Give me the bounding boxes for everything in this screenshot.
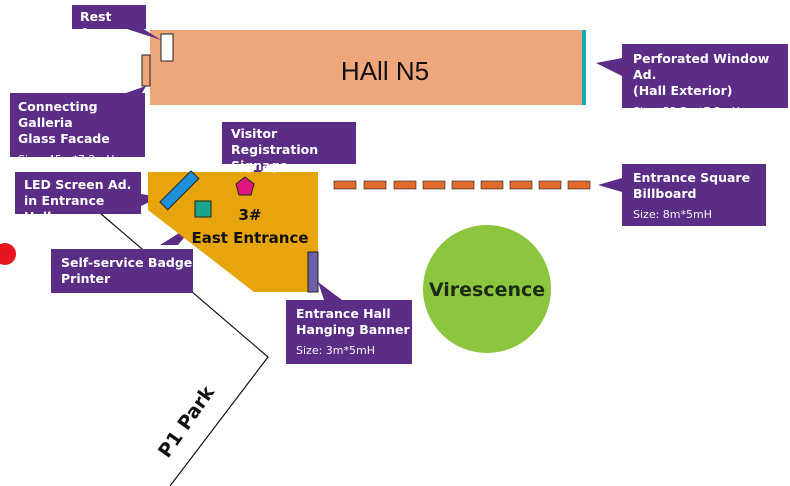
badge-printer-title-1: Self-service Badge bbox=[61, 255, 193, 270]
hanging-banner-callout: Entrance Hall Hanging Banner Size: 3m*5m… bbox=[286, 300, 412, 364]
window-ad-pointer bbox=[596, 58, 622, 76]
hall-n5-building bbox=[150, 30, 584, 105]
galleria-pointer bbox=[126, 86, 146, 93]
entrance-name: East Entrance bbox=[191, 229, 308, 247]
window-ad-title-2: (Hall Exterior) bbox=[633, 83, 733, 98]
rest-area-pointer bbox=[124, 28, 161, 40]
square-billboard-title-2: Billboard bbox=[633, 186, 697, 201]
square-billboard-callout: Entrance Square Billboard Size: 8m*5mH bbox=[622, 164, 766, 226]
visitor-signage-callout: Visitor Registration Signage bbox=[222, 122, 356, 173]
hanging-banner-title-1: Entrance Hall bbox=[296, 306, 391, 321]
hanging-banner-title-2: Hanging Banner bbox=[296, 322, 410, 337]
location-marker bbox=[0, 243, 16, 265]
visitor-signage-title-1: Visitor Registration bbox=[231, 126, 319, 157]
banner-pointer bbox=[318, 282, 342, 300]
rest-area-callout: Rest Area bbox=[72, 5, 146, 40]
led-screen-callout: LED Screen Ad. in Entrance Halls bbox=[15, 172, 141, 224]
galleria-title-1: Connecting Galleria bbox=[18, 99, 98, 130]
led-screen-title-2: in Entrance Halls bbox=[24, 193, 105, 224]
window-ad-callout: Perforated Window Ad. (Hall Exterior) Si… bbox=[622, 44, 788, 118]
galleria-marker bbox=[141, 54, 151, 87]
square-billboard-marker bbox=[333, 180, 591, 190]
led-screen-title-1: LED Screen Ad. bbox=[24, 177, 132, 192]
square-billboard-title-1: Entrance Square bbox=[633, 170, 751, 185]
virescence-label: Virescence bbox=[429, 279, 545, 301]
hall-label: HAll N5 bbox=[341, 56, 429, 86]
virescence-area bbox=[423, 225, 551, 353]
galleria-callout: Connecting Galleria Glass Facade Size: 4… bbox=[10, 93, 145, 166]
hanging-banner-marker bbox=[307, 251, 319, 293]
rest-area-title: Rest Area bbox=[80, 9, 113, 40]
window-ad-size: Size: 52.5m*7.2mH bbox=[633, 105, 740, 118]
badge-printer-callout: Self-service Badge Printer bbox=[51, 249, 193, 293]
window-ad-strip bbox=[582, 30, 586, 105]
rest-area-marker bbox=[160, 33, 174, 62]
galleria-size: Size: 45m*7.2mH bbox=[18, 153, 115, 166]
badge-printer-marker bbox=[194, 200, 212, 218]
led-screen-marker bbox=[159, 170, 200, 211]
square-billboard-size: Size: 8m*5mH bbox=[633, 208, 712, 221]
entrance-number: 3# bbox=[238, 206, 261, 224]
p1-park-label: P1 Park bbox=[154, 382, 219, 462]
window-ad-title-1: Perforated Window Ad. bbox=[633, 51, 770, 82]
east-entrance-area bbox=[148, 172, 318, 292]
galleria-title-2: Glass Facade bbox=[18, 131, 110, 146]
badge-printer-title-2: Printer bbox=[61, 271, 111, 286]
billboard-pointer bbox=[598, 178, 622, 192]
visitor-signage-marker bbox=[235, 176, 255, 196]
hanging-banner-size: Size: 3m*5mH bbox=[296, 344, 375, 357]
visitor-signage-title-2: Signage bbox=[231, 158, 288, 173]
